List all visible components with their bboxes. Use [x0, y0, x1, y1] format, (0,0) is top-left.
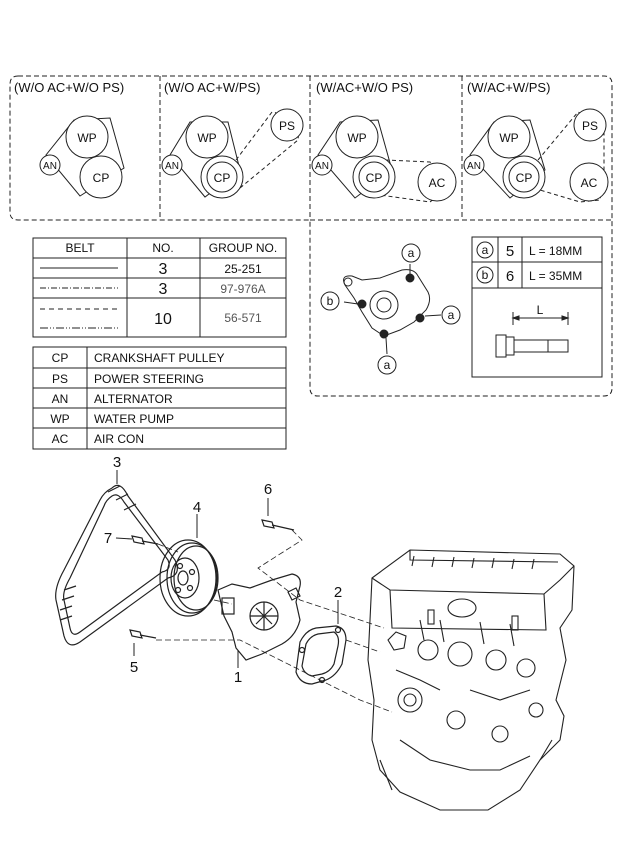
- dimension-label: L: [537, 303, 544, 317]
- callout-1: 1: [234, 669, 242, 686]
- water-pump-pulley-2: [185, 115, 229, 159]
- assembly-guide-lines: [156, 529, 393, 713]
- svg-text:CP: CP: [516, 171, 533, 185]
- svg-text:b: b: [327, 294, 334, 308]
- water-pump: [217, 573, 301, 661]
- spec-marker-a: a: [482, 243, 489, 257]
- panel-title-4: (W/AC+W/PS): [467, 80, 550, 95]
- air-con-pulley-3: [417, 162, 457, 202]
- water-pump-pulley-3: [335, 115, 379, 159]
- legend-code-ac: AC: [52, 432, 69, 446]
- crankshaft-pulley-1: [79, 155, 123, 199]
- svg-text:a: a: [448, 308, 455, 322]
- svg-text:WP: WP: [77, 131, 96, 145]
- svg-text:AN: AN: [43, 161, 57, 172]
- belt-table-header-no: NO.: [152, 241, 173, 255]
- svg-text:a: a: [384, 358, 391, 372]
- svg-text:WP: WP: [347, 131, 366, 145]
- svg-text:AN: AN: [165, 161, 179, 172]
- alternator-pulley-1: [39, 154, 61, 176]
- bolt-markers: a b a a: [320, 243, 461, 375]
- legend-name-ps: POWER STEERING: [94, 372, 204, 386]
- water-pump-pulley: [159, 539, 219, 617]
- legend-name-cp: CRANKSHAFT PULLEY: [94, 351, 224, 365]
- callout-5: 5: [130, 659, 138, 676]
- legend-code-ps: PS: [52, 372, 68, 386]
- svg-text:WP: WP: [499, 131, 518, 145]
- drive-belt: [55, 484, 178, 646]
- legend-name-ac: AIR CON: [94, 432, 144, 446]
- air-con-pulley-4: [569, 162, 609, 202]
- panel-title-2: (W/O AC+W/PS): [164, 80, 260, 95]
- legend-name-wp: WATER PUMP: [94, 412, 174, 426]
- water-pump-bolt-detail: [343, 264, 442, 355]
- belt-table-header-group: GROUP NO.: [209, 241, 277, 255]
- bolt-spec-box: [471, 236, 603, 378]
- svg-text:PS: PS: [582, 119, 598, 133]
- power-steering-pulley-4: [573, 108, 607, 142]
- legend-table: [32, 346, 287, 450]
- callout-4: 4: [193, 499, 201, 516]
- spec-qty-a: 5: [506, 243, 514, 260]
- spec-length-a: L = 18MM: [529, 244, 582, 258]
- svg-text:a: a: [408, 246, 415, 260]
- belt-row-3-group: 56-571: [224, 311, 262, 325]
- belt-layout-4: WP PS AN CP AC: [463, 108, 609, 203]
- power-steering-pulley-2: [270, 108, 304, 142]
- callout-6: 6: [264, 481, 272, 498]
- callout-3: 3: [113, 454, 121, 471]
- callouts: [115, 470, 339, 668]
- svg-text:CP: CP: [93, 171, 110, 185]
- belt-row-3-no: 10: [154, 311, 172, 328]
- bolt-icon: [495, 312, 570, 358]
- spec-qty-b: 6: [506, 268, 514, 285]
- belt-layout-3: WP AN CP AC: [311, 115, 457, 203]
- belt-row-1-group: 25-251: [224, 262, 262, 276]
- belt-table: [32, 237, 287, 338]
- legend-code-wp: WP: [50, 412, 69, 426]
- callout-2: 2: [334, 584, 342, 601]
- panel-title-3: (W/AC+W/O PS): [316, 80, 413, 95]
- belt-routing-frame: [9, 75, 613, 397]
- bolts: [129, 519, 295, 639]
- svg-text:PS: PS: [279, 119, 295, 133]
- belt-row-2-no: 3: [159, 281, 168, 298]
- spec-marker-b: b: [482, 268, 489, 282]
- water-pump-pulley-1: [65, 115, 109, 159]
- spec-length-b: L = 35MM: [529, 269, 582, 283]
- alternator-pulley-3: [311, 154, 333, 176]
- alternator-pulley-4: [463, 154, 485, 176]
- belt-row-2-group: 97-976A: [220, 282, 265, 296]
- svg-text:AC: AC: [581, 176, 598, 190]
- belt-layout-1: WP AN CP: [39, 115, 125, 199]
- alternator-pulley-2: [161, 154, 183, 176]
- legend-code-cp: CP: [52, 351, 69, 365]
- legend-name-an: ALTERNATOR: [94, 392, 173, 406]
- svg-text:CP: CP: [214, 171, 231, 185]
- belt-row-1-no: 3: [159, 261, 168, 278]
- svg-text:AN: AN: [315, 161, 329, 172]
- water-pump-pulley-4: [487, 115, 531, 159]
- callout-7: 7: [104, 530, 112, 547]
- engine-block: [367, 549, 575, 811]
- belt-table-header-belt: BELT: [65, 241, 95, 255]
- svg-text:CP: CP: [366, 171, 383, 185]
- svg-text:WP: WP: [197, 131, 216, 145]
- water-pump-gasket: [295, 625, 347, 685]
- legend-code-an: AN: [52, 392, 69, 406]
- svg-text:AN: AN: [467, 161, 481, 172]
- panel-title-1: (W/O AC+W/O PS): [14, 80, 124, 95]
- svg-text:AC: AC: [429, 176, 446, 190]
- belt-layout-2: WP PS AN CP: [161, 108, 304, 199]
